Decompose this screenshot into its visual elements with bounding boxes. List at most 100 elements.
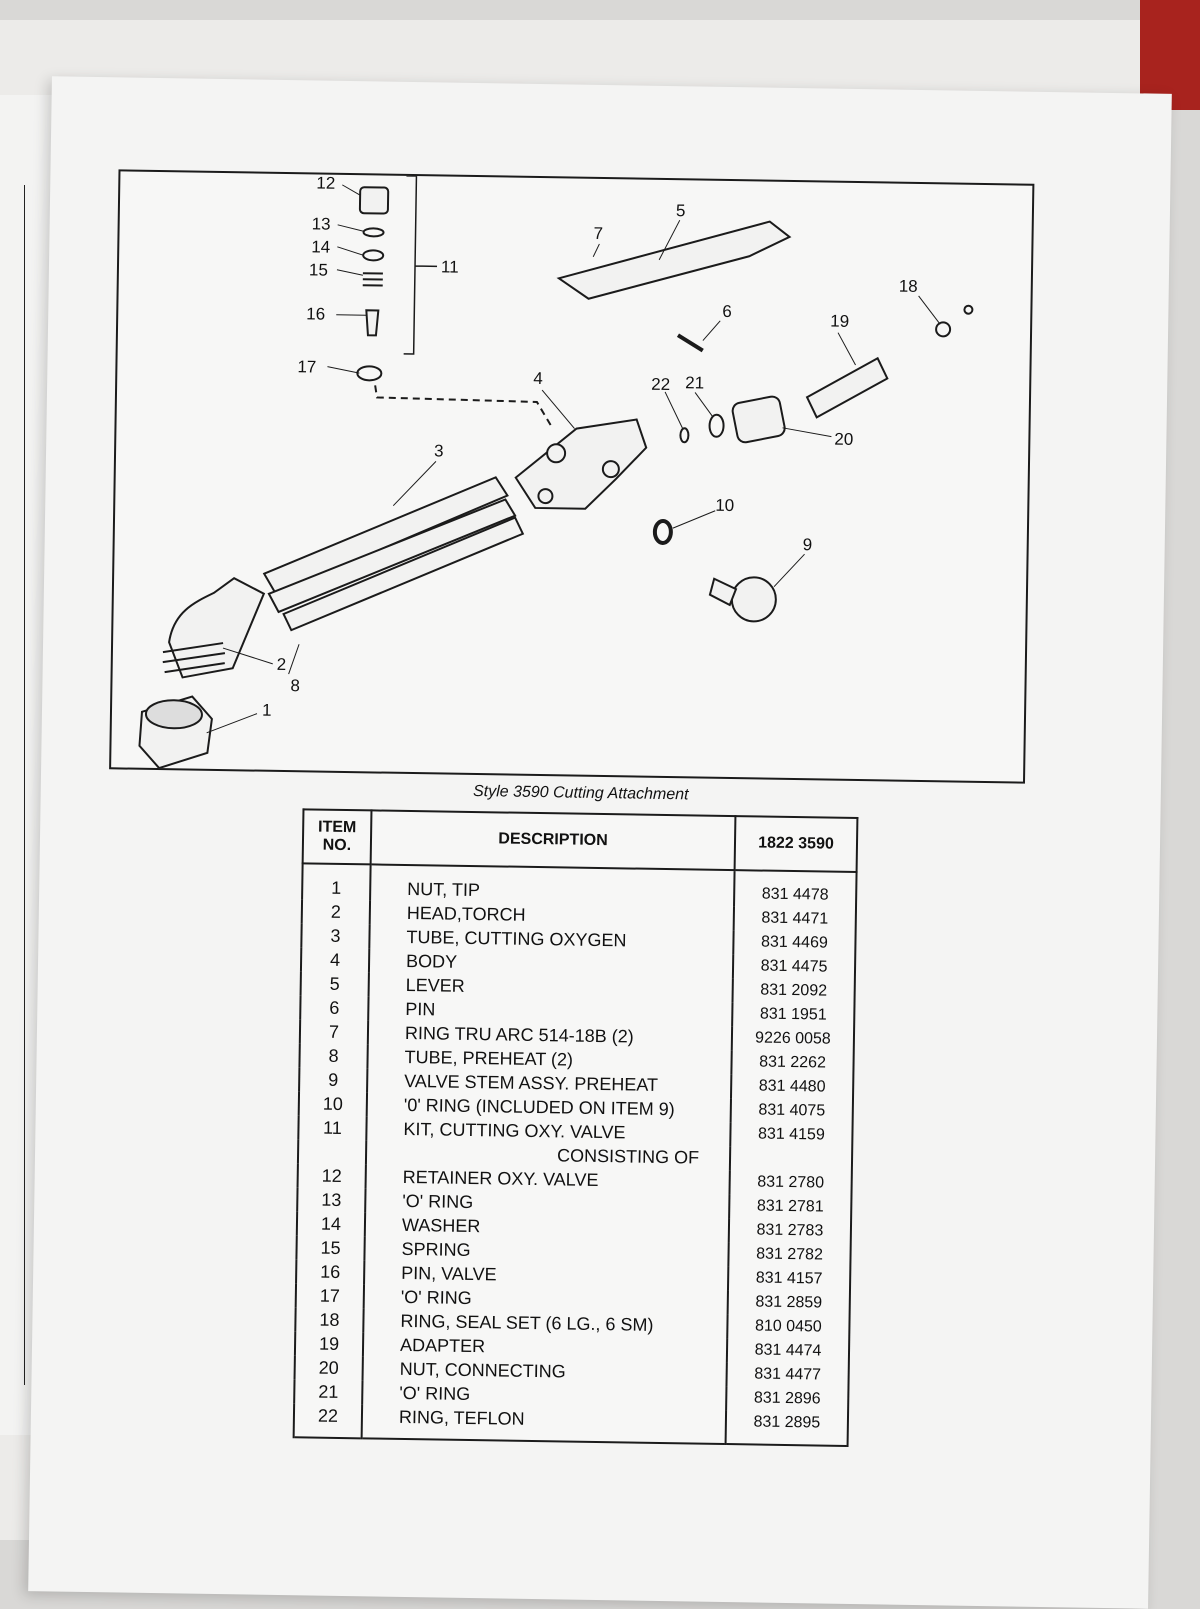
part-retainer xyxy=(360,187,388,213)
item-number-cell: 7 xyxy=(300,1019,368,1044)
callout-13: 13 xyxy=(312,214,331,233)
part-o-ring-10 xyxy=(655,521,671,543)
leader-20 xyxy=(782,428,831,437)
item-number-cell: 13 xyxy=(297,1187,365,1212)
callout-21: 21 xyxy=(685,373,704,392)
leader-1 xyxy=(207,713,257,734)
part-number-cell: 831 4478 xyxy=(734,870,857,908)
part-valve-stem-shaft xyxy=(710,579,736,605)
leader-3 xyxy=(393,461,436,507)
part-seal-large xyxy=(936,322,950,336)
part-number-cell: 9226 0058 xyxy=(732,1026,854,1052)
part-number-cell: 831 4471 xyxy=(734,906,856,932)
part-number-cell: 831 2262 xyxy=(731,1050,853,1076)
diagram-svg: 1 2 3 4 5 6 7 8 9 10 11 12 13 14 15 16 1… xyxy=(111,171,1032,781)
item-number-cell: 8 xyxy=(299,1043,367,1068)
callout-3: 3 xyxy=(434,441,444,460)
part-number-cell: 831 4157 xyxy=(728,1266,850,1292)
item-number-cell: 16 xyxy=(296,1259,364,1284)
leader-6 xyxy=(703,321,720,341)
part-number-cell: 831 4075 xyxy=(731,1098,853,1124)
part-number-cell: 831 2896 xyxy=(726,1386,848,1412)
callout-1: 1 xyxy=(262,701,272,720)
part-number-cell: 831 4475 xyxy=(733,954,855,980)
part-number-cell: 831 1951 xyxy=(732,1002,854,1028)
part-number-cell: 831 4477 xyxy=(726,1362,848,1388)
callout-12: 12 xyxy=(316,173,335,192)
part-o-ring-13 xyxy=(363,228,383,236)
part-adapter xyxy=(807,357,888,418)
leader-12 xyxy=(342,185,360,195)
callout-5: 5 xyxy=(676,201,686,220)
callout-11: 11 xyxy=(441,257,459,276)
part-number-cell: 831 4159 xyxy=(730,1122,852,1148)
item-number-cell: 19 xyxy=(295,1331,363,1356)
item-number-cell: 5 xyxy=(301,971,369,996)
part-tip-nut-thread xyxy=(146,700,202,729)
part-number-cell: 831 2781 xyxy=(729,1194,851,1220)
description-cell: NUT, TIP xyxy=(370,864,735,906)
manual-page: 1 2 3 4 5 6 7 8 9 10 11 12 13 14 15 16 1… xyxy=(28,76,1172,1608)
callout-9: 9 xyxy=(803,535,813,554)
dashed-link xyxy=(375,385,554,428)
callout-14: 14 xyxy=(311,237,330,256)
part-valve-pin xyxy=(366,310,378,335)
part-body-port-3 xyxy=(538,489,552,503)
header-description: DESCRIPTION xyxy=(371,810,736,870)
leader-9 xyxy=(774,554,805,587)
callout-19: 19 xyxy=(830,312,849,331)
part-o-ring-21 xyxy=(709,415,723,437)
leader-19 xyxy=(838,333,857,365)
item-number-cell: 11 xyxy=(298,1115,366,1140)
item-number-cell: 14 xyxy=(297,1211,365,1236)
item-number-cell: 22 xyxy=(294,1403,363,1438)
item-number-cell: 10 xyxy=(299,1091,367,1116)
callout-2: 2 xyxy=(277,655,287,674)
leader-21 xyxy=(695,392,713,416)
leader-18 xyxy=(918,296,940,324)
header-part-number: 1822 3590 xyxy=(735,816,858,872)
part-number-cell: 831 4480 xyxy=(731,1074,853,1100)
item-number-cell: 15 xyxy=(296,1235,364,1260)
leader-15 xyxy=(337,270,363,275)
part-spring xyxy=(363,273,383,285)
part-body xyxy=(515,418,646,510)
exploded-parts-diagram: 1 2 3 4 5 6 7 8 9 10 11 12 13 14 15 16 1… xyxy=(109,169,1034,783)
part-valve-stem xyxy=(731,577,776,622)
leader-22 xyxy=(665,392,684,428)
part-teflon-ring xyxy=(680,428,688,442)
item-number-cell: 17 xyxy=(296,1283,364,1308)
part-number-cell: 831 2780 xyxy=(729,1170,851,1196)
left-page-frame xyxy=(0,185,25,1385)
callout-16: 16 xyxy=(306,304,325,323)
part-number-cell: 831 4474 xyxy=(727,1338,849,1364)
leader-8 xyxy=(289,644,299,674)
part-number-cell: 810 0450 xyxy=(727,1314,849,1340)
part-body-port-1 xyxy=(547,444,565,462)
part-number-cell xyxy=(730,1146,852,1172)
item-number-cell: 9 xyxy=(299,1067,367,1092)
kit-bracket xyxy=(404,176,439,354)
callout-6: 6 xyxy=(722,302,732,321)
callout-4: 4 xyxy=(533,369,543,388)
callout-15: 15 xyxy=(309,260,328,279)
callout-18: 18 xyxy=(899,277,918,296)
part-seal-small xyxy=(964,306,972,314)
item-number-cell xyxy=(298,1139,366,1164)
leader-7 xyxy=(593,244,599,257)
callout-8: 8 xyxy=(290,676,300,695)
part-number-cell: 831 2859 xyxy=(728,1290,850,1316)
callout-10: 10 xyxy=(715,496,734,515)
part-o-ring-17 xyxy=(357,366,381,380)
callout-17: 17 xyxy=(297,357,316,376)
part-number-cell: 831 2092 xyxy=(733,978,855,1004)
item-number-cell: 1 xyxy=(302,863,371,900)
leader-4 xyxy=(542,390,576,429)
leader-14 xyxy=(337,247,363,255)
description-cell: RING, TEFLON xyxy=(362,1404,726,1444)
part-number-cell: 831 2783 xyxy=(729,1218,851,1244)
header-item-no: ITEM NO. xyxy=(303,809,372,864)
part-number-cell: 831 4469 xyxy=(733,930,855,956)
